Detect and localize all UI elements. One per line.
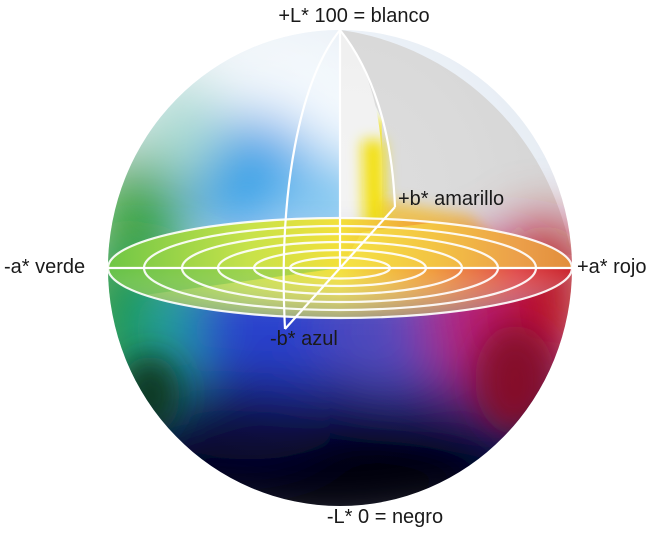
lab-axes [108,30,572,330]
black-pole-label: -L* 0 = negro [326,506,444,528]
white-pole-label: +L* 100 = blanco [278,5,430,27]
yellow-axis-label: +b* amarillo [398,188,505,210]
meridian-arcs [282,29,397,330]
green-axis-label: -a* verde [4,256,86,278]
meridian-back [339,29,397,208]
red-axis-label: +a* rojo [577,256,647,278]
blue-axis-label: -b* azul [270,328,338,350]
meridian-front [282,29,341,330]
